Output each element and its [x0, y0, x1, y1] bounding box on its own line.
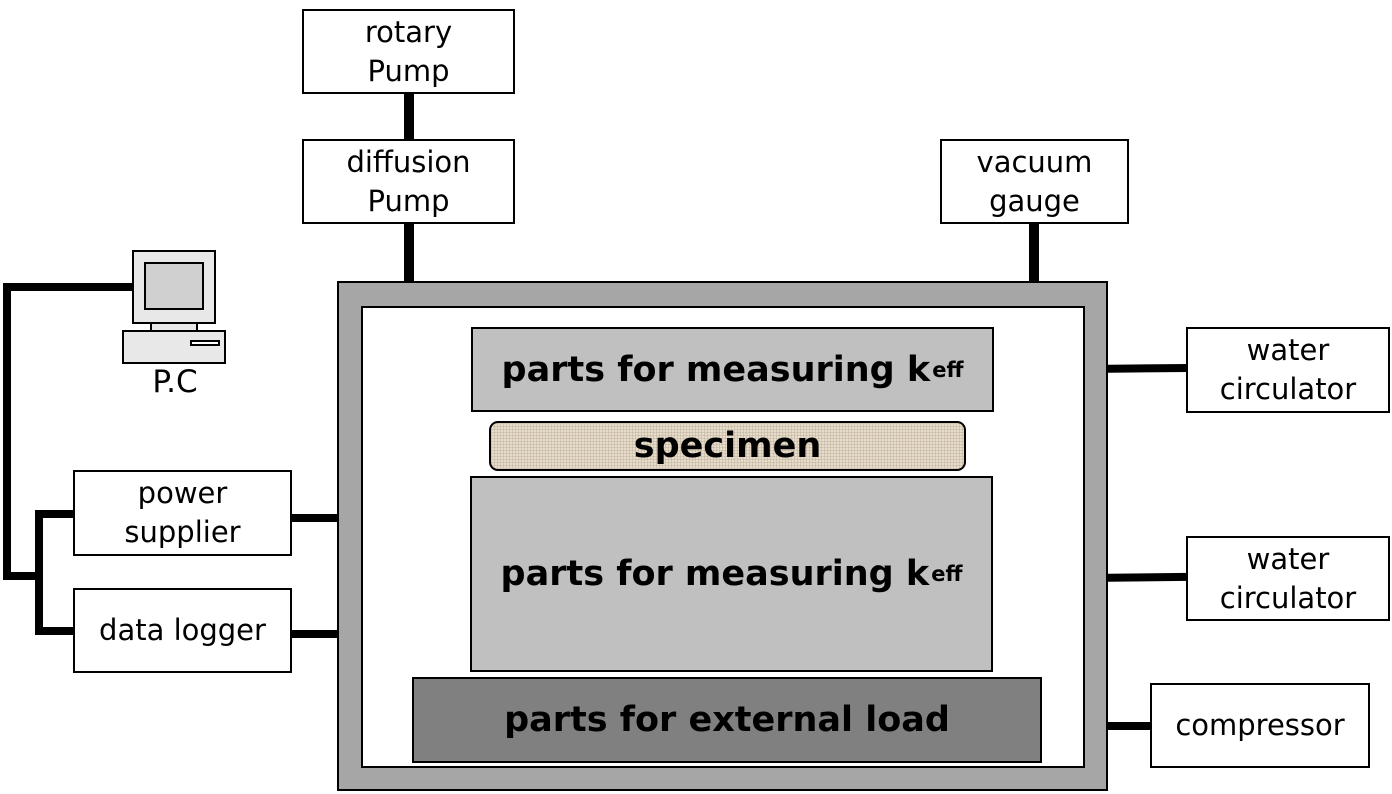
water-circulator-bottom-box: water circulator [1186, 536, 1390, 621]
specimen-label: specimen [633, 426, 822, 466]
water-circulator-top-label: water circulator [1219, 333, 1357, 406]
external-load-part: parts for external load [412, 677, 1042, 763]
pc-screen [144, 262, 204, 310]
upper-measuring-part-subscript: eff [932, 357, 964, 382]
vacuum-gauge-box: vacuum gauge [940, 139, 1129, 224]
pc-monitor [132, 250, 216, 324]
lower-measuring-part-label: parts for measuring k [500, 554, 930, 594]
wire-gauge-to-chamber [1029, 222, 1039, 283]
pc-base [122, 330, 226, 364]
rotary-pump-box: rotary Pump [302, 9, 515, 94]
lower-measuring-part-subscript: eff [931, 562, 963, 586]
wire-bus-to-power [35, 510, 75, 518]
wire-bus-to-logger [35, 627, 75, 635]
diffusion-pump-box: diffusion Pump [302, 139, 515, 224]
data-logger-box: data logger [73, 588, 292, 673]
vacuum-gauge-label: vacuum gauge [976, 144, 1093, 218]
external-load-part-label: parts for external load [504, 700, 950, 740]
pc-disk-drive [190, 340, 220, 346]
compressor-label: compressor [1175, 708, 1345, 742]
water-circulator-top-box: water circulator [1186, 327, 1390, 413]
data-logger-label: data logger [99, 613, 266, 647]
wire-bus-vertical [35, 510, 43, 635]
power-supplier-label: power supplier [124, 476, 241, 549]
water-circulator-bottom-label: water circulator [1219, 541, 1357, 615]
wire-bus-horizontal [3, 572, 43, 580]
specimen: specimen [489, 421, 966, 471]
rotary-pump-label: rotary Pump [364, 14, 453, 88]
pc-icon: P.C [120, 250, 230, 400]
wire-rotary-to-diffusion [404, 92, 414, 141]
pc-label: P.C [152, 364, 198, 400]
diffusion-pump-label: diffusion Pump [346, 144, 471, 218]
wire-pc-horizontal [3, 283, 135, 291]
wire-diffusion-to-chamber [404, 222, 414, 283]
wire-pc-vertical [3, 283, 11, 580]
compressor-box: compressor [1150, 683, 1370, 768]
upper-measuring-part-label: parts for measuring k [501, 349, 931, 390]
power-supplier-box: power supplier [73, 470, 292, 556]
